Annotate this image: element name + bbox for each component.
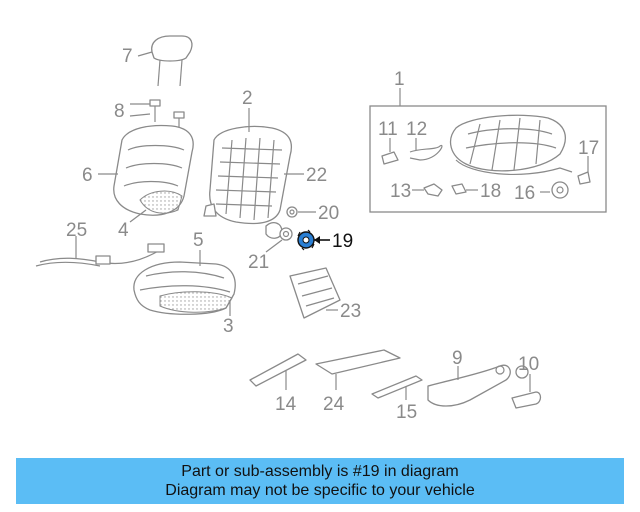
knob-part[interactable] bbox=[286, 206, 298, 218]
label-10: 10 bbox=[518, 354, 539, 375]
side-shield-part-9[interactable] bbox=[427, 364, 511, 407]
label-20: 20 bbox=[318, 203, 339, 224]
washer-part[interactable] bbox=[279, 227, 293, 241]
clip-part-11[interactable] bbox=[381, 151, 399, 165]
label-24: 24 bbox=[323, 394, 345, 415]
parts-diagram: 7 8 6 4 2 22 20 21 bbox=[35, 35, 607, 423]
seatback-cover-part[interactable] bbox=[113, 124, 194, 216]
banner-line-1: Part or sub-assembly is #19 in diagram bbox=[181, 463, 459, 480]
seat-pan-part[interactable] bbox=[449, 114, 573, 176]
label-19: 19 bbox=[332, 231, 353, 252]
label-23: 23 bbox=[340, 301, 361, 322]
panel-part-24[interactable] bbox=[315, 349, 401, 375]
label-25: 25 bbox=[66, 220, 87, 241]
harness-part[interactable] bbox=[35, 243, 165, 267]
label-1: 1 bbox=[394, 69, 405, 90]
rail-part-15[interactable] bbox=[371, 375, 423, 399]
label-22: 22 bbox=[306, 165, 327, 186]
pad-part[interactable] bbox=[289, 267, 341, 319]
banner-line-2: Diagram may not be specific to your vehi… bbox=[165, 482, 475, 499]
assembly-box bbox=[369, 105, 607, 213]
seat-cushion-part[interactable] bbox=[133, 261, 236, 315]
headrest-part[interactable] bbox=[151, 35, 193, 87]
label-11: 11 bbox=[378, 119, 398, 140]
label-6: 6 bbox=[82, 165, 93, 186]
motor-part-16[interactable] bbox=[551, 181, 569, 199]
label-18: 18 bbox=[480, 181, 501, 202]
label-21: 21 bbox=[248, 252, 269, 273]
label-17: 17 bbox=[578, 138, 599, 159]
label-14: 14 bbox=[275, 394, 297, 415]
knob-part-10[interactable] bbox=[511, 365, 542, 409]
label-2: 2 bbox=[242, 88, 253, 109]
label-8: 8 bbox=[114, 101, 125, 122]
part-13[interactable] bbox=[423, 183, 443, 197]
info-banner: Part or sub-assembly is #19 in diagram D… bbox=[16, 458, 624, 504]
part-17[interactable] bbox=[577, 171, 591, 185]
trim-part-14[interactable] bbox=[249, 353, 307, 387]
seatback-frame-part[interactable] bbox=[203, 125, 293, 239]
part-18[interactable] bbox=[451, 183, 467, 195]
highlighted-part-19[interactable] bbox=[297, 229, 315, 251]
cable-part-12[interactable] bbox=[409, 144, 443, 161]
label-9: 9 bbox=[452, 348, 463, 369]
label-16: 16 bbox=[514, 183, 535, 204]
label-15: 15 bbox=[396, 402, 417, 423]
label-4: 4 bbox=[118, 220, 129, 241]
label-13: 13 bbox=[390, 181, 411, 202]
label-12: 12 bbox=[406, 119, 427, 140]
label-7: 7 bbox=[122, 46, 133, 67]
label-5: 5 bbox=[193, 230, 204, 251]
label-3: 3 bbox=[223, 316, 234, 337]
